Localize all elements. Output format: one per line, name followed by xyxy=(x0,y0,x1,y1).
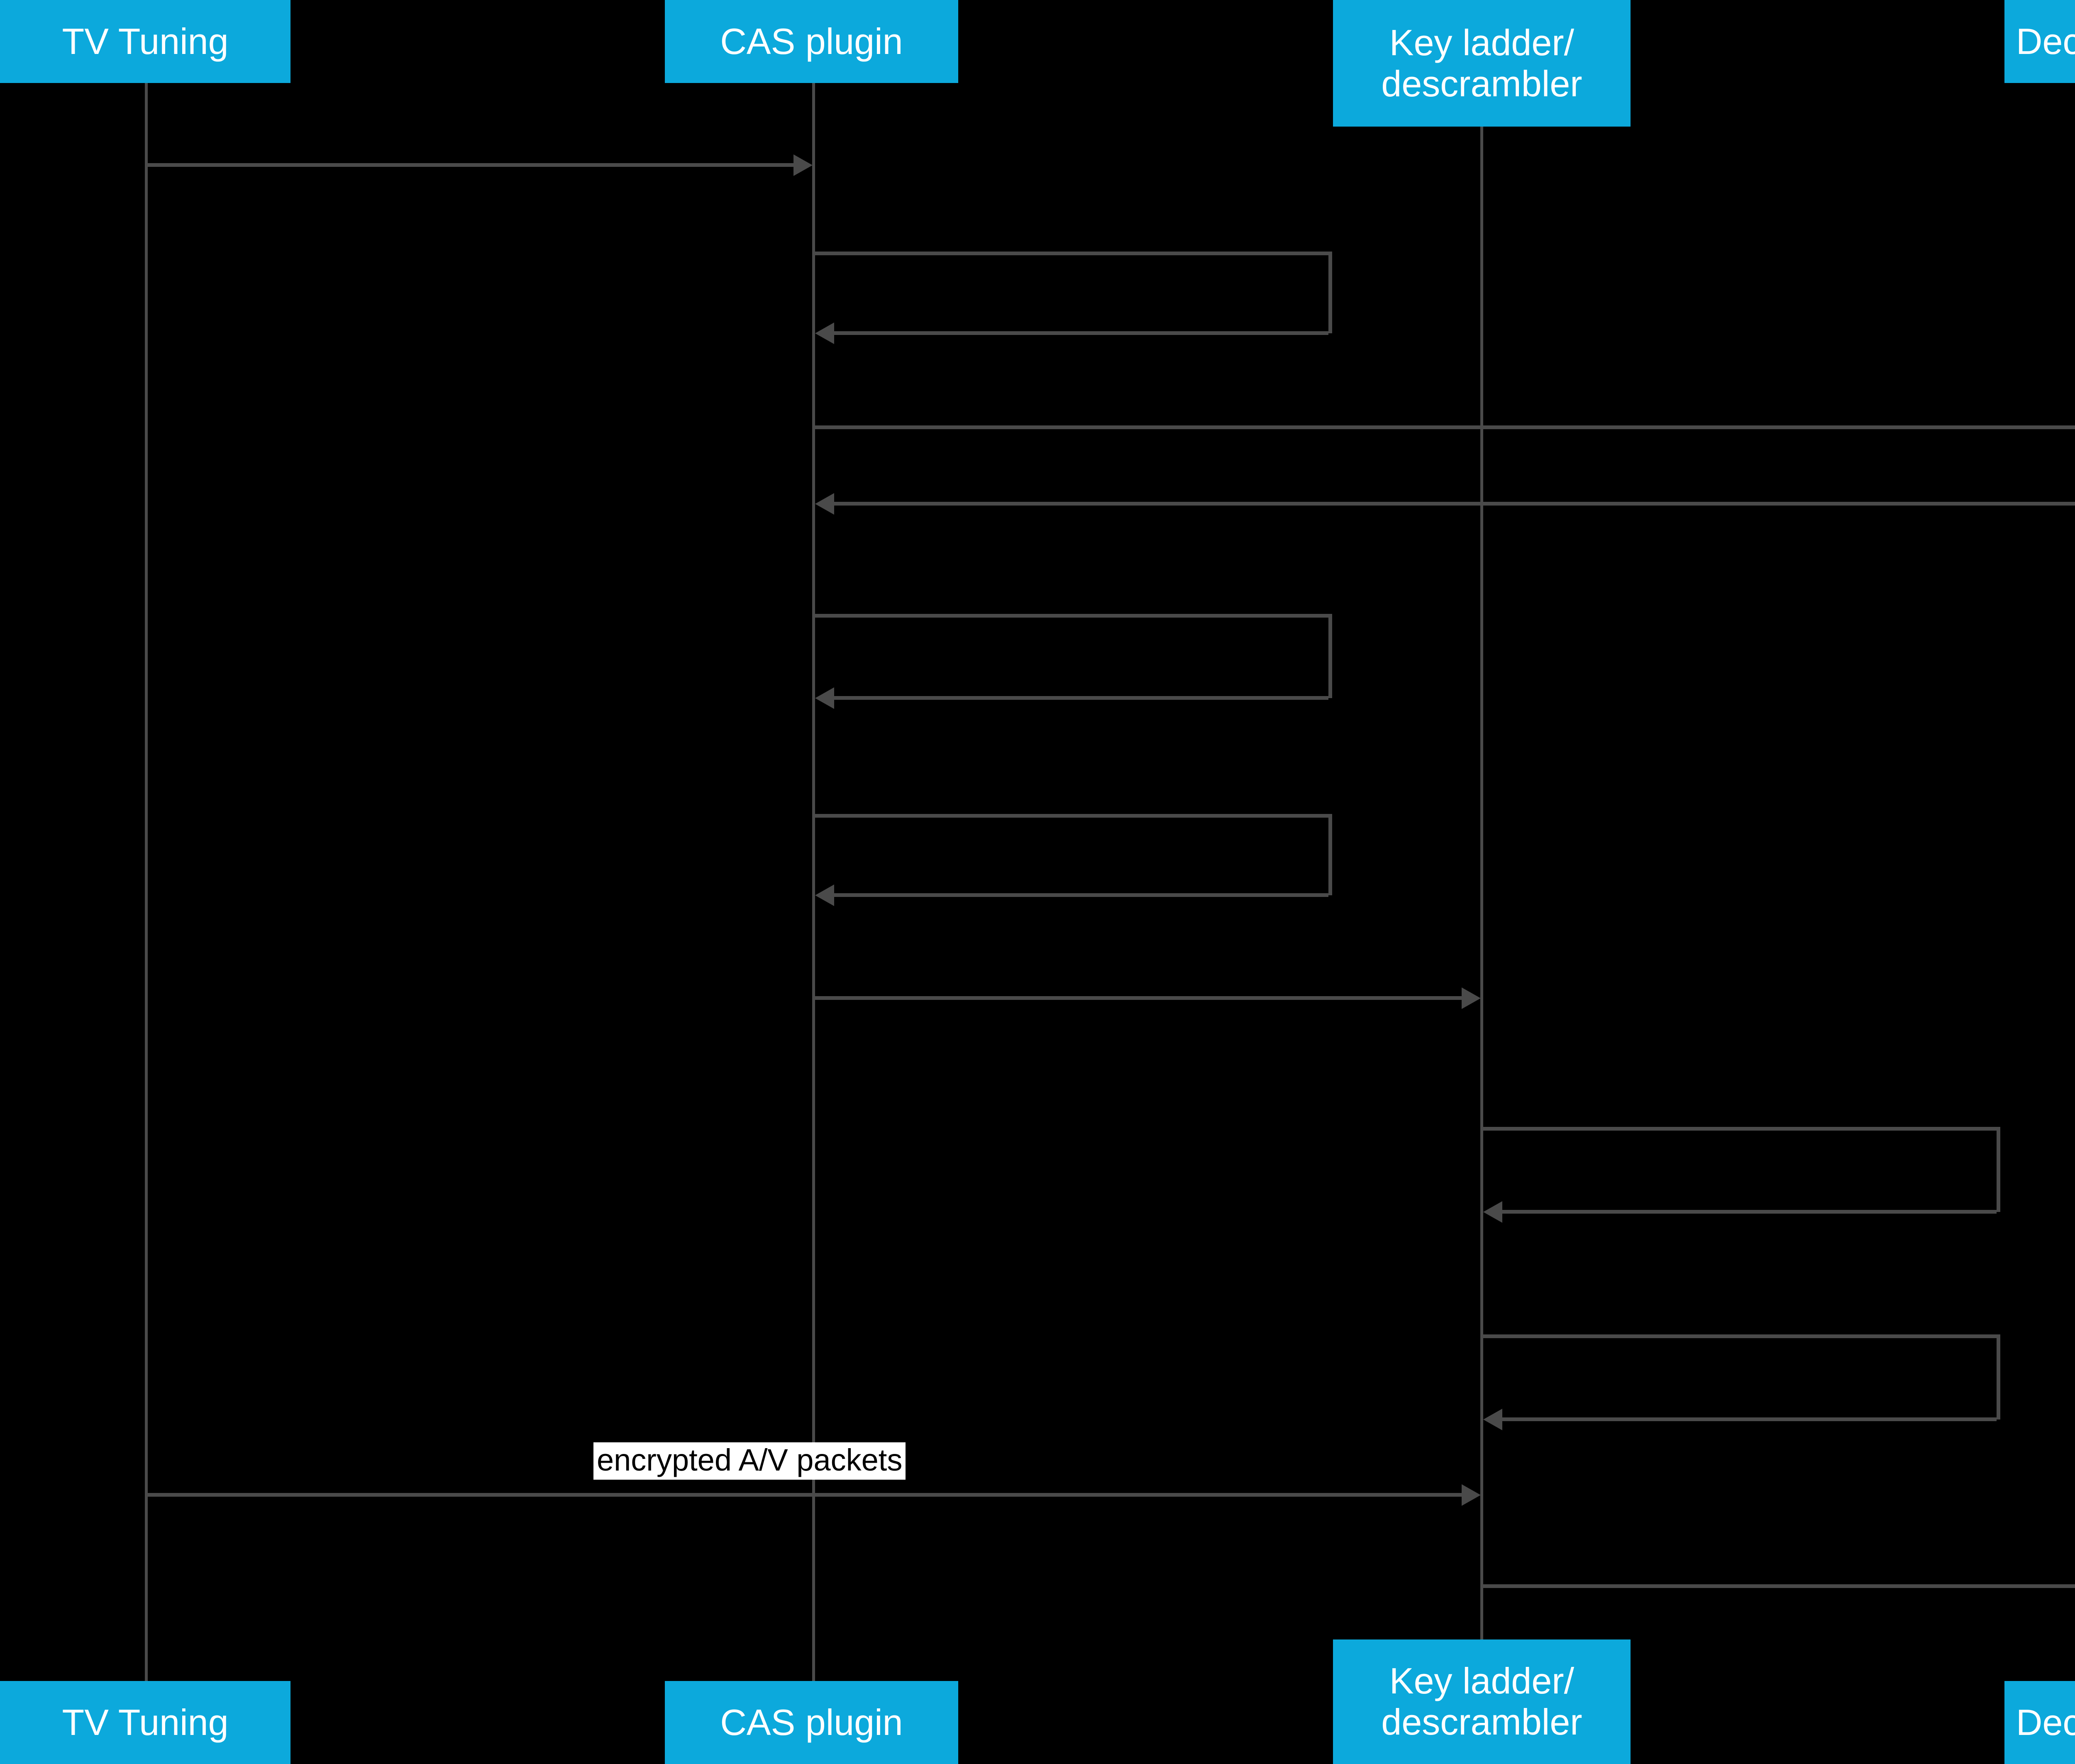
message-line-m4 xyxy=(834,502,2075,506)
actor-label-bottom-decode-display: Decode, display xyxy=(2016,1701,2075,1743)
message-line-m11 xyxy=(1482,1584,2075,1588)
message-arrowhead-m5 xyxy=(815,687,834,709)
actor-box-bottom-cas-plugin[interactable]: CAS plugin xyxy=(665,1681,958,1764)
message-line-m9-right xyxy=(1997,1334,2000,1420)
message-line-m9-bottom xyxy=(1502,1417,1997,1421)
message-line-m8-right xyxy=(1997,1127,2000,1212)
actor-label-cas-plugin: CAS plugin xyxy=(720,20,903,62)
message-line-m5-top xyxy=(813,614,1332,618)
message-line-m6-bottom xyxy=(834,893,1328,897)
message-line-m2-right xyxy=(1328,252,1332,333)
actor-label-bottom-cas-plugin: CAS plugin xyxy=(720,1701,903,1743)
actor-label-bottom-tv-tuning: TV Tuning xyxy=(62,1701,229,1743)
actor-box-top-cas-plugin[interactable]: CAS plugin xyxy=(665,0,958,83)
message-line-m6-top xyxy=(813,814,1332,818)
actor-box-top-decode-display[interactable]: Decode, display xyxy=(2004,0,2075,83)
message-line-m2-top xyxy=(813,252,1332,255)
message-line-m3 xyxy=(813,425,2075,429)
message-arrowhead-m2 xyxy=(815,323,834,344)
message-arrowhead-m9 xyxy=(1483,1409,1502,1430)
lifeline-tv-tuning xyxy=(145,83,148,1681)
message-line-m10 xyxy=(146,1493,1462,1497)
message-arrowhead-m7 xyxy=(1462,987,1481,1009)
actor-label-decode-display: Decode, display xyxy=(2016,20,2075,62)
lifeline-cas-plugin xyxy=(812,83,815,1681)
message-line-m2-bottom xyxy=(834,331,1328,335)
actor-label-bottom-key-ladder: Key ladder/ descrambler xyxy=(1381,1660,1582,1742)
message-line-m7 xyxy=(813,996,1462,1000)
message-line-m9-top xyxy=(1482,1334,2000,1338)
message-arrowhead-m4 xyxy=(815,493,834,515)
actor-box-bottom-tv-tuning[interactable]: TV Tuning xyxy=(0,1681,290,1764)
message-line-m8-bottom xyxy=(1502,1210,1997,1214)
message-line-m1 xyxy=(146,163,793,167)
actor-box-top-tv-tuning[interactable]: TV Tuning xyxy=(0,0,290,83)
message-line-m5-right xyxy=(1328,614,1332,698)
actor-label-key-ladder: Key ladder/ descrambler xyxy=(1381,22,1582,104)
actor-box-top-key-ladder[interactable]: Key ladder/ descrambler xyxy=(1333,0,1631,127)
actor-box-bottom-key-ladder[interactable]: Key ladder/ descrambler xyxy=(1333,1639,1631,1764)
message-line-m8-top xyxy=(1482,1127,2000,1131)
message-line-m5-bottom xyxy=(834,696,1328,700)
message-arrowhead-m10 xyxy=(1462,1484,1481,1506)
actor-label-tv-tuning: TV Tuning xyxy=(62,20,229,62)
message-arrowhead-m6 xyxy=(815,884,834,906)
message-arrowhead-m1 xyxy=(793,154,813,176)
message-label-encrypted-av-packets: encrypted A/V packets xyxy=(593,1442,906,1480)
lifeline-key-ladder xyxy=(1480,127,1483,1639)
message-line-m6-right xyxy=(1328,814,1332,895)
message-arrowhead-m8 xyxy=(1483,1201,1502,1223)
actor-box-bottom-decode-display[interactable]: Decode, display xyxy=(2004,1681,2075,1764)
